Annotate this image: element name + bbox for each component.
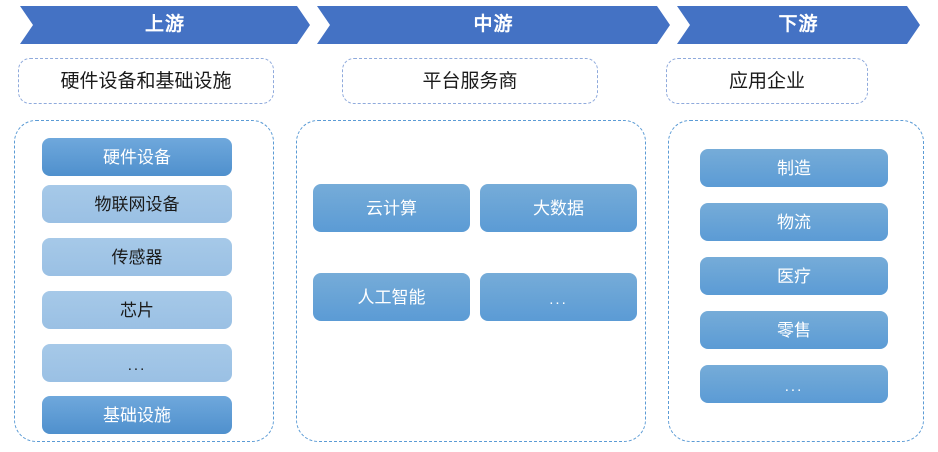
stage-label-midstream: 平台服务商	[342, 58, 598, 104]
stage-label-upstream: 硬件设备和基础设施	[18, 58, 274, 104]
downstream-item-2[interactable]: 医疗	[700, 257, 888, 295]
midstream-item-0[interactable]: 云计算	[313, 184, 470, 232]
downstream-item-more-label: ...	[784, 377, 804, 395]
stage-banner-midstream-label: 中游	[473, 13, 514, 35]
upstream-item-3-label: 芯片	[120, 300, 154, 320]
stage-label-midstream-text: 平台服务商	[422, 70, 518, 92]
upstream-item-5-label: 基础设施	[103, 405, 171, 425]
downstream-item-1-label: 物流	[777, 212, 811, 232]
upstream-item-1[interactable]: 物联网设备	[42, 185, 232, 223]
midstream-item-more-label: ...	[549, 290, 568, 308]
upstream-item-2[interactable]: 传感器	[42, 238, 232, 276]
stage-banner-downstream[interactable]: 下游	[677, 6, 920, 44]
upstream-item-1-label: 物联网设备	[94, 194, 180, 214]
stage-label-downstream: 应用企业	[666, 58, 868, 104]
midstream-item-more[interactable]: ...	[480, 273, 637, 321]
upstream-item-2-label: 传感器	[111, 247, 163, 267]
stage-banner-upstream-label: 上游	[144, 13, 185, 35]
midstream-item-1[interactable]: 大数据	[480, 184, 637, 232]
downstream-item-3-label: 零售	[777, 320, 811, 340]
midstream-item-2-label: 人工智能	[357, 287, 426, 307]
stage-label-downstream-text: 应用企业	[728, 70, 805, 92]
stage-banner-downstream-label: 下游	[778, 13, 819, 35]
midstream-item-2[interactable]: 人工智能	[313, 273, 470, 321]
stage-banner-upstream[interactable]: 上游	[20, 6, 310, 44]
upstream-item-more[interactable]: ...	[42, 344, 232, 382]
downstream-item-0[interactable]: 制造	[700, 149, 888, 187]
stage-banner-row: 上游 中游 下游	[0, 6, 938, 44]
upstream-item-5[interactable]: 基础设施	[42, 396, 232, 434]
downstream-item-2-label: 医疗	[777, 266, 811, 286]
midstream-item-1-label: 大数据	[533, 198, 584, 218]
downstream-item-1[interactable]: 物流	[700, 203, 888, 241]
upstream-item-3[interactable]: 芯片	[42, 291, 232, 329]
upstream-item-0-label: 硬件设备	[103, 147, 171, 167]
stage-label-upstream-text: 硬件设备和基础设施	[60, 70, 232, 92]
stage-banner-midstream[interactable]: 中游	[317, 6, 670, 44]
midstream-item-0-label: 云计算	[366, 198, 417, 218]
upstream-item-0[interactable]: 硬件设备	[42, 138, 232, 176]
downstream-item-3[interactable]: 零售	[700, 311, 888, 349]
upstream-item-more-label: ...	[127, 356, 147, 374]
downstream-item-more[interactable]: ...	[700, 365, 888, 403]
downstream-item-0-label: 制造	[777, 158, 811, 178]
